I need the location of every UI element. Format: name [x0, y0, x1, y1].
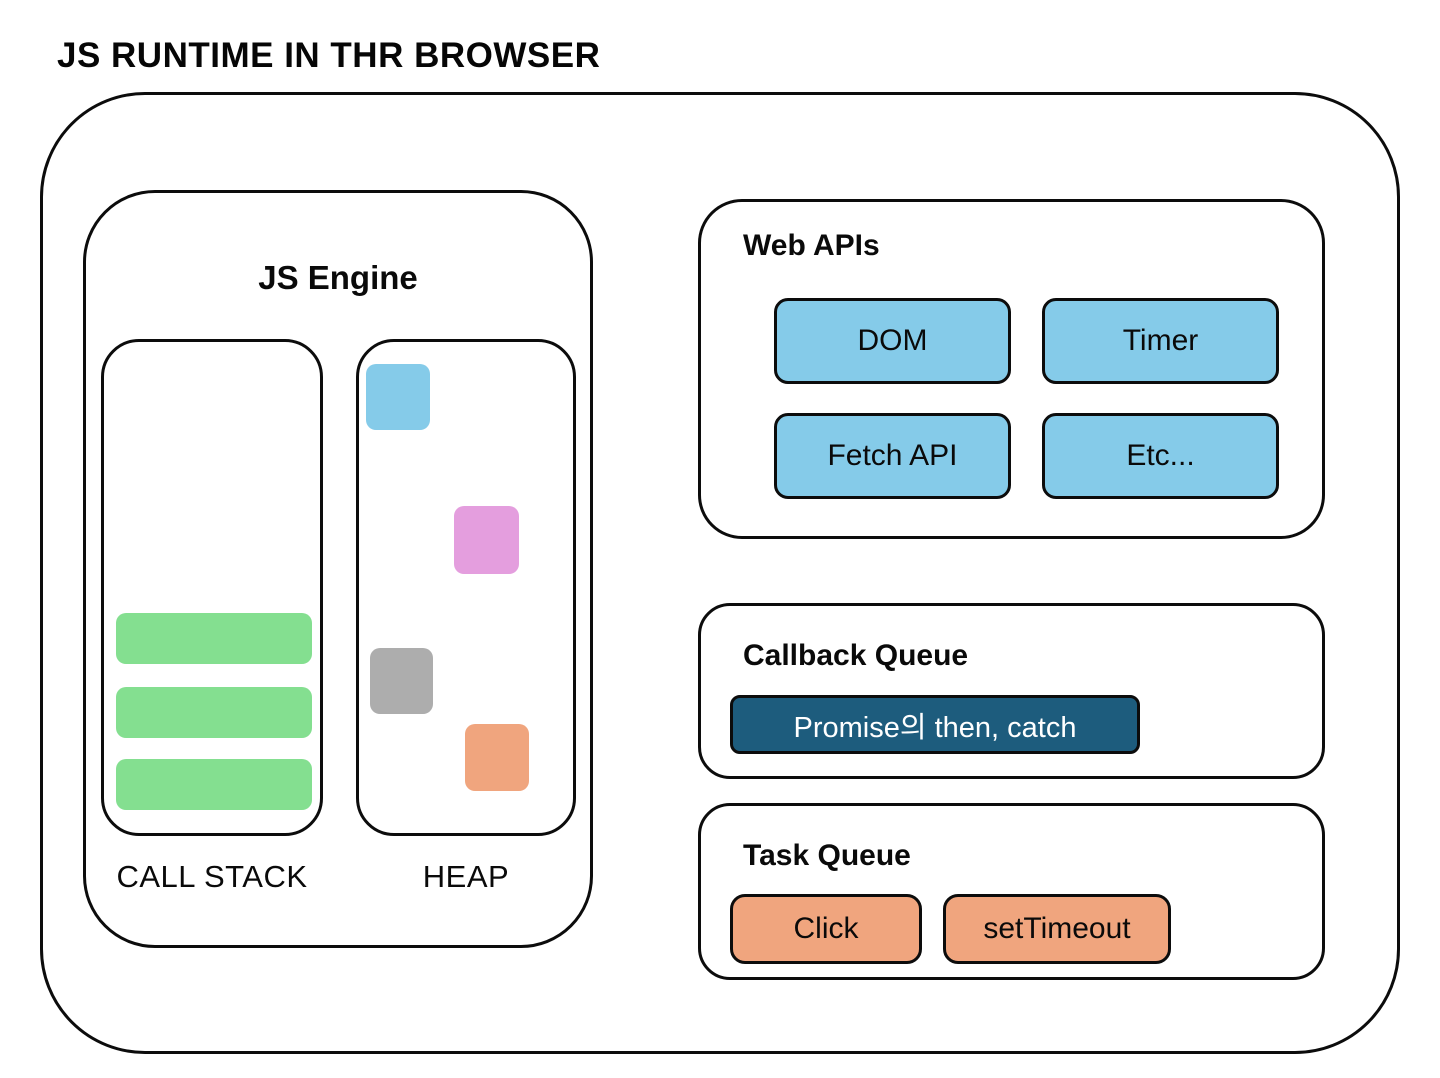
task-click-chip: Click [730, 894, 922, 964]
heap-block-gray [370, 648, 433, 714]
web-api-dom-chip: DOM [774, 298, 1011, 384]
js-engine-title: JS Engine [258, 259, 418, 296]
promise-then-catch-chip: Promise의 then, catch [730, 695, 1140, 754]
callback-queue-title: Callback Queue [743, 639, 969, 672]
diagram-title: JS RUNTIME IN THR BROWSER [57, 36, 601, 75]
heap-block-orange [465, 724, 529, 791]
call-stack-box [101, 339, 323, 836]
heap-label: HEAP [422, 859, 510, 894]
heap-block-pink [454, 506, 519, 574]
callback-queue-box: Callback Queue Promise의 then, catch [698, 603, 1325, 779]
web-api-etc-chip: Etc... [1042, 413, 1279, 499]
call-stack-label: CALL STACK [116, 859, 308, 894]
browser-runtime-container: JS Engine CALL STACK HEAP Web APIs DOM T… [40, 92, 1400, 1054]
task-settimeout-chip: setTimeout [943, 894, 1171, 964]
web-apis-title: Web APIs [743, 229, 880, 262]
task-queue-box: Task Queue Click setTimeout [698, 803, 1325, 980]
heap-box [356, 339, 576, 836]
web-apis-box: Web APIs DOM Timer Fetch API Etc... [698, 199, 1325, 539]
task-queue-title: Task Queue [743, 839, 911, 872]
call-stack-frame [116, 687, 312, 738]
js-engine-box: JS Engine CALL STACK HEAP [83, 190, 593, 948]
call-stack-frame [116, 759, 312, 810]
heap-block-blue [366, 364, 430, 430]
web-api-timer-chip: Timer [1042, 298, 1279, 384]
web-api-fetch-chip: Fetch API [774, 413, 1011, 499]
call-stack-frame [116, 613, 312, 664]
